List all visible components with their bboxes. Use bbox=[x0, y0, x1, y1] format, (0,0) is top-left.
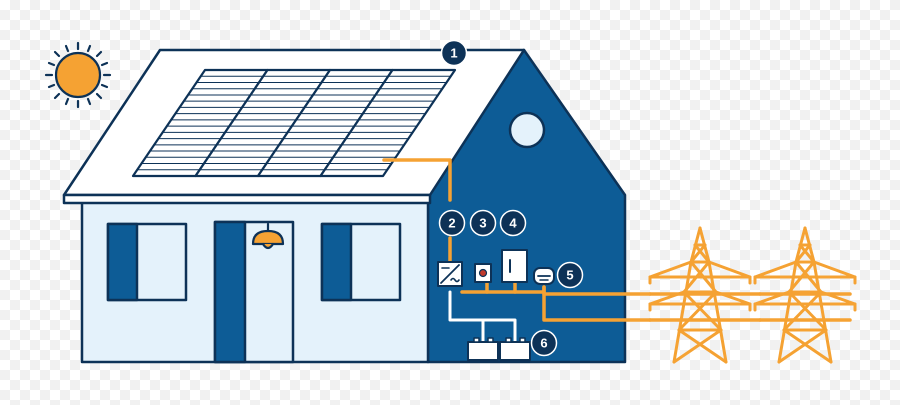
svg-text:6: 6 bbox=[540, 336, 547, 351]
sun-icon bbox=[44, 41, 112, 109]
svg-text:4: 4 bbox=[509, 216, 517, 231]
right-window bbox=[320, 222, 402, 302]
orange-wiring bbox=[382, 158, 852, 322]
svg-text:3: 3 bbox=[479, 216, 486, 231]
svg-text:2: 2 bbox=[448, 216, 455, 231]
generation-meter bbox=[474, 263, 492, 283]
marker-3: 3 bbox=[469, 209, 497, 237]
inverter-icon bbox=[437, 261, 463, 287]
solar-panel-icon bbox=[131, 68, 457, 178]
electricity-pylon-icon bbox=[648, 226, 752, 364]
marker-4: 4 bbox=[499, 209, 527, 237]
battery-icon bbox=[499, 337, 531, 361]
svg-text:5: 5 bbox=[566, 268, 573, 283]
consumer-unit bbox=[501, 249, 528, 283]
marker-6: 6 bbox=[530, 329, 558, 357]
left-window bbox=[106, 222, 188, 302]
battery-wiring bbox=[448, 290, 517, 344]
marker-5: 5 bbox=[556, 261, 584, 289]
meter-icon bbox=[533, 267, 555, 285]
marker-1: 1 bbox=[440, 39, 468, 67]
marker-2: 2 bbox=[438, 209, 466, 237]
lamp-icon bbox=[251, 222, 285, 250]
round-window bbox=[508, 111, 546, 149]
battery-icon bbox=[467, 337, 499, 361]
front-door bbox=[213, 220, 295, 364]
electricity-pylon-icon bbox=[753, 226, 857, 364]
roof-eave bbox=[62, 193, 432, 205]
svg-text:1: 1 bbox=[450, 46, 457, 61]
